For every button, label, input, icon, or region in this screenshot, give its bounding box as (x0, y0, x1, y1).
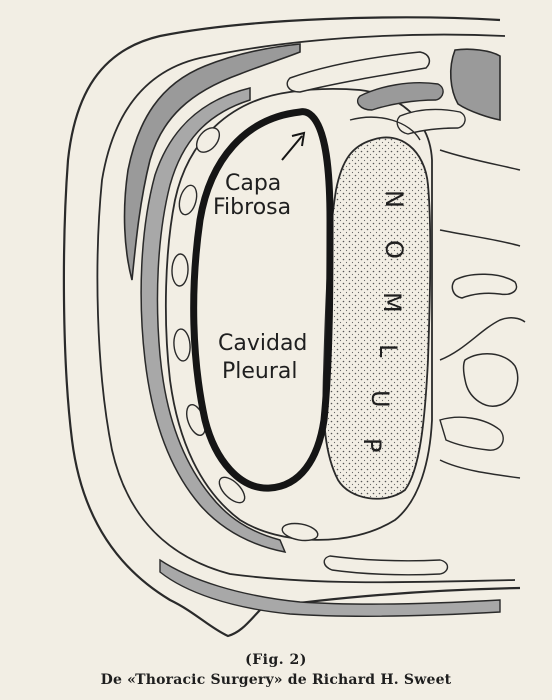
rib-section (171, 254, 188, 287)
rib-section (173, 328, 192, 361)
pulmon-letter: M (378, 292, 406, 313)
label-capa: Capa (225, 171, 281, 196)
thoracic-cross-section-diagram: Capa Fibrosa Cavidad Pleural N O M L U P (0, 0, 552, 640)
arrow-icon (282, 136, 302, 160)
figure-caption: De «Thoracic Surgery» de Richard H. Swee… (0, 670, 552, 690)
pulmon-letter: O (380, 240, 408, 259)
pulmon-letter: U (366, 390, 394, 408)
pulmon-letter: L (374, 344, 402, 358)
pulmon-letter: P (358, 438, 386, 452)
upper-right-muscle (451, 49, 500, 120)
lower-rib-shape (324, 556, 447, 575)
rib-section (281, 521, 319, 543)
capa-fibrosa-outline (194, 112, 330, 488)
bronchus-shape (452, 274, 516, 298)
label-cavidad: Cavidad (218, 331, 307, 356)
label-pleural: Pleural (222, 359, 298, 384)
upper-rib-shape-3 (397, 109, 465, 134)
figure-number: (Fig. 2) (0, 650, 552, 670)
figure-caption-block: (Fig. 2) De «Thoracic Surgery» de Richar… (0, 650, 552, 690)
posterior-structure (440, 417, 503, 450)
pulmon-letter: N (380, 190, 408, 208)
vessel-shape (463, 354, 517, 406)
mediastinum-contour (440, 150, 525, 478)
rib-layer-band (141, 88, 285, 552)
upper-rib-shape-2 (358, 83, 443, 110)
rib-section (176, 183, 199, 216)
label-fibrosa: Fibrosa (213, 195, 291, 220)
